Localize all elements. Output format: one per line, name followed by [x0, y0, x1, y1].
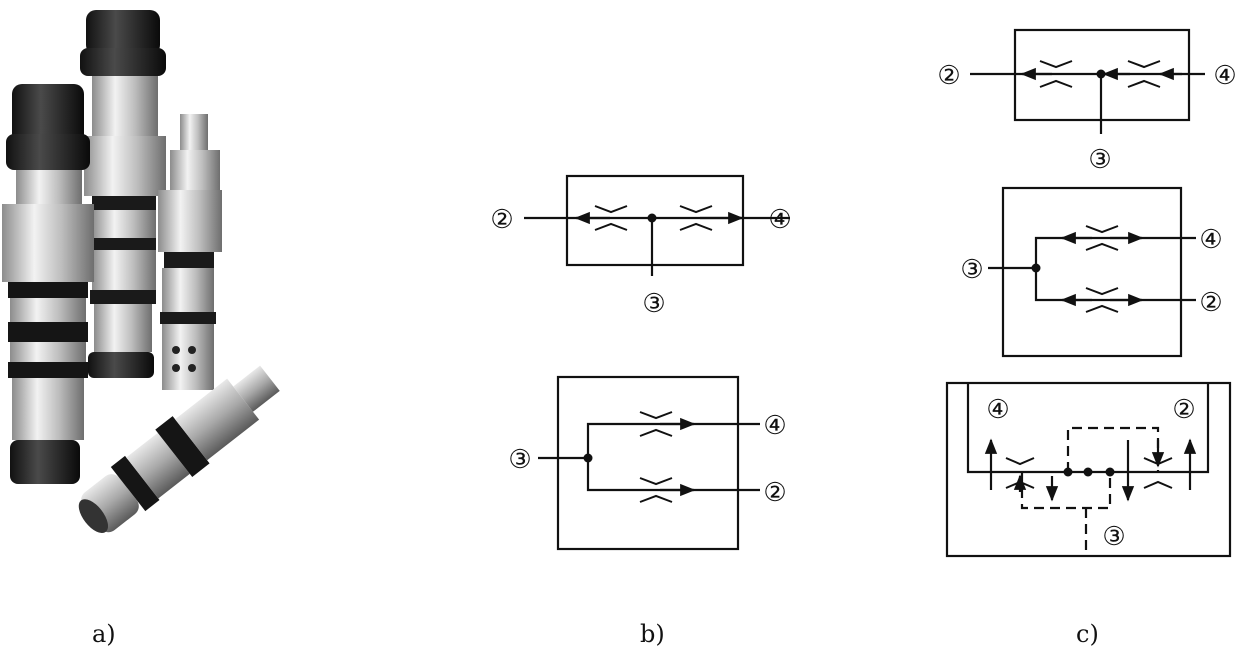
- orifice-symbol: [1127, 60, 1161, 88]
- branch-line-4: [1034, 236, 1196, 268]
- port-label-3: ③: [960, 255, 983, 285]
- pilot-line-lower: [1020, 472, 1112, 510]
- junction-dot: [1105, 467, 1115, 477]
- branch-line-2: [1034, 268, 1196, 302]
- diagram-c-bottom: ④ ② ③: [945, 381, 1232, 558]
- orifice-symbol: [639, 477, 673, 503]
- cartridge-valve-front-left: [2, 84, 94, 484]
- diagram-b-top: ② ④ ③: [490, 174, 792, 319]
- port-label-4: ④: [768, 205, 791, 235]
- panel-label-b: b): [640, 620, 665, 648]
- port-label-4: ④: [763, 411, 786, 441]
- panel-label-a: a): [92, 620, 116, 648]
- orifice-symbol: [639, 411, 673, 437]
- valve-body-box: [556, 375, 740, 551]
- port-label-4: ④: [1199, 225, 1222, 255]
- orifice-symbol: [679, 205, 713, 231]
- orifice-symbol: [1085, 225, 1119, 251]
- port-label-2: ②: [1172, 395, 1195, 425]
- junction-dot: [1083, 467, 1093, 477]
- diagram-c-middle: ③ ④ ②: [960, 186, 1223, 358]
- port-label-3: ③: [1102, 522, 1125, 552]
- pilot-line-upper: [1066, 426, 1160, 472]
- junction-dot: [647, 213, 657, 223]
- orifice-symbol: [594, 205, 628, 231]
- port-label-3: ③: [1088, 145, 1111, 175]
- port-label-2: ②: [937, 61, 960, 91]
- port-label-3: ③: [642, 289, 665, 319]
- cartridge-valve-slim-right: [158, 114, 222, 390]
- port-label-4: ④: [986, 395, 1009, 425]
- valve-photo-illustration: [2, 10, 280, 534]
- diagram-b-bottom: ③ ④ ②: [508, 375, 787, 551]
- valve-body-box: [1001, 186, 1183, 358]
- diagram-c-top: ② ④ ③: [937, 28, 1237, 175]
- cartridge-valve-tall-back: [80, 10, 166, 378]
- port-label-2: ②: [763, 478, 786, 508]
- junction-dot: [1063, 467, 1073, 477]
- port-label-2: ②: [490, 205, 513, 235]
- valve-body-box: [945, 381, 1232, 558]
- port-label-4: ④: [1213, 61, 1236, 91]
- orifice-symbol: [1039, 60, 1073, 88]
- branch-line-4: [586, 422, 760, 458]
- port-label-2: ②: [1199, 288, 1222, 318]
- port-label-3: ③: [508, 445, 531, 475]
- orifice-symbol: [1085, 287, 1119, 313]
- cartridge-valve-lying: [78, 365, 280, 534]
- panel-label-c: c): [1076, 620, 1099, 648]
- branch-line-2: [586, 458, 760, 492]
